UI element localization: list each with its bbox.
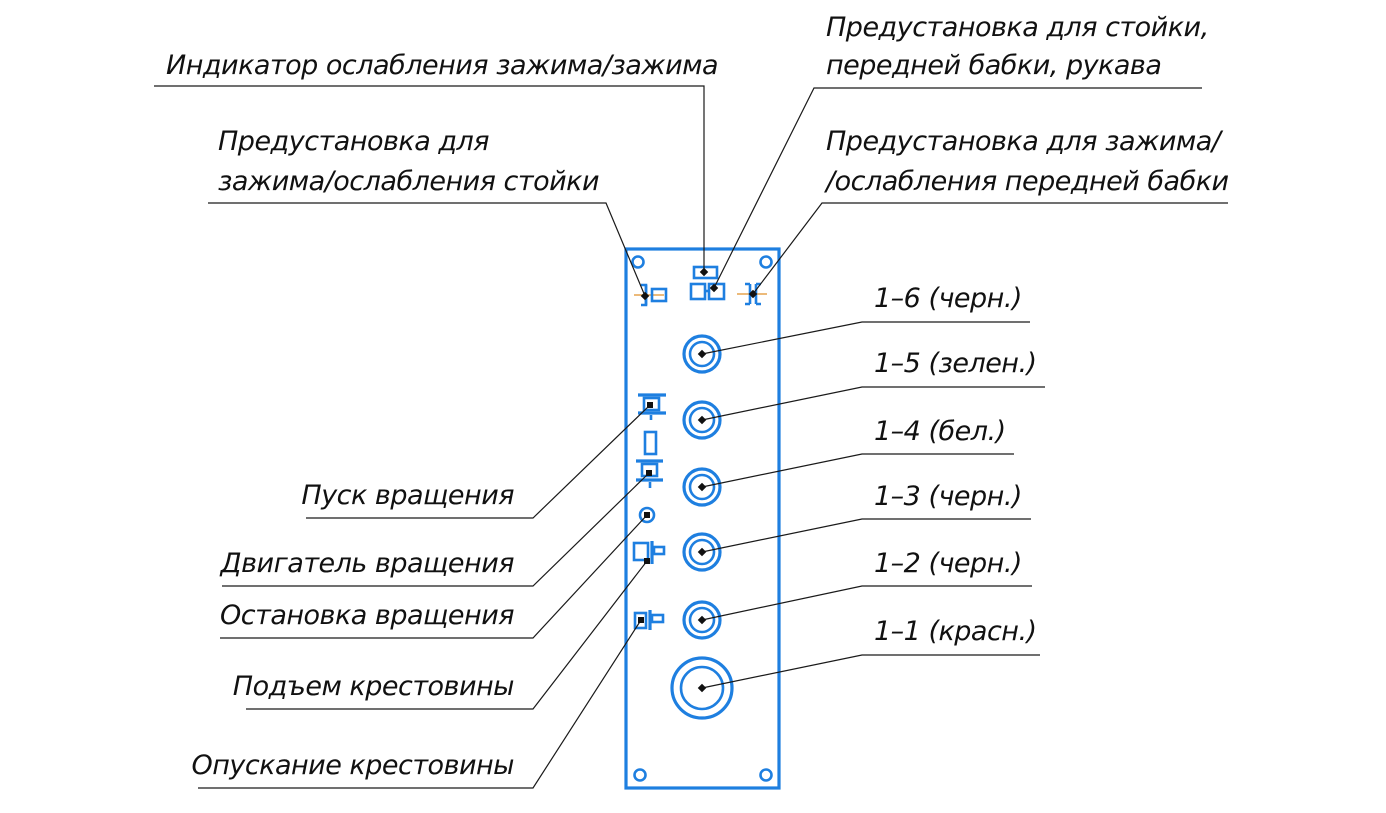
leader-jack-1-2 <box>701 585 1032 621</box>
label-preset-column-clamp-line2: зажима/ослабления стойки <box>218 166 599 197</box>
jack-1-6-icon[interactable] <box>682 334 722 374</box>
label-clamp-indicator: Индикатор ослабления зажима/зажима <box>166 50 718 81</box>
mounting-hole-bottom-left <box>633 768 647 782</box>
mounting-hole-top-right <box>759 255 773 269</box>
leader-rotation-motor <box>222 472 650 587</box>
raise-crosspiece-button-icon[interactable] <box>632 541 666 564</box>
jack-1-1-icon[interactable] <box>670 656 734 720</box>
mounting-hole-bottom-right <box>759 768 773 782</box>
leader-start-rotation <box>306 404 651 519</box>
leader-jack-1-5 <box>701 386 1045 421</box>
label-stop-rotation: Остановка вращения <box>220 600 514 631</box>
label-jack-1-5: 1–5 (зелен.) <box>874 348 1037 379</box>
label-preset-headstock-clamp-line1: Предустановка для зажима/ <box>826 126 1224 157</box>
leader-clamp-indicator <box>154 85 705 272</box>
label-preset-column-headstock-sleeve-line2: передней бабки, рукава <box>826 50 1161 81</box>
label-rotation-motor: Двигатель вращения <box>220 548 515 579</box>
leader-preset-column-clamp <box>208 202 646 297</box>
start-rotation-button-icon[interactable] <box>638 393 666 456</box>
label-jack-1-6: 1–6 (черн.) <box>874 283 1022 314</box>
right-labels: 1–6 (черн.) 1–5 (зелен.) 1–4 (бел.) 1–3 … <box>874 283 1037 647</box>
stop-rotation-lamp-icon <box>638 506 656 524</box>
control-panel <box>624 247 781 790</box>
label-preset-column-clamp-line1: Предустановка для <box>218 126 489 157</box>
column-headstock-sleeve-switch-icon[interactable] <box>689 282 726 301</box>
label-jack-1-3: 1–3 (черн.) <box>874 481 1022 512</box>
leader-preset-headstock-clamp <box>752 202 1228 295</box>
leader-jack-1-4 <box>701 453 1014 488</box>
jack-1-5-icon[interactable] <box>682 400 722 440</box>
leader-raise-crosspiece <box>246 560 648 710</box>
left-labels: Пуск вращения Двигатель вращения Останов… <box>191 480 514 781</box>
label-jack-1-4: 1–4 (бел.) <box>874 416 1006 447</box>
label-jack-1-2: 1–2 (черн.) <box>874 548 1022 579</box>
panel-outline <box>624 247 781 790</box>
leader-lower-crosspiece <box>198 619 642 789</box>
label-jack-1-1: 1–1 (красн.) <box>874 616 1037 647</box>
label-lower-crosspiece: Опускание крестовины <box>191 750 514 781</box>
jack-1-3-icon[interactable] <box>682 532 722 572</box>
leader-lines <box>154 85 1228 789</box>
leader-jack-1-3 <box>701 518 1031 553</box>
label-raise-crosspiece: Подъем крестовины <box>233 671 514 702</box>
leader-preset-column-headstock-sleeve <box>713 87 1202 289</box>
leader-dots <box>638 267 758 693</box>
clamp-indicator-icon <box>692 265 719 280</box>
column-clamp-switch-icon[interactable] <box>634 283 668 307</box>
leader-stop-rotation <box>220 514 648 639</box>
jack-1-4-icon[interactable] <box>682 467 722 507</box>
label-preset-headstock-clamp-line2: /ослабления передней бабки <box>824 166 1229 197</box>
label-start-rotation: Пуск вращения <box>301 480 514 511</box>
leader-jack-1-6 <box>701 321 1030 355</box>
lower-crosspiece-button-icon[interactable] <box>633 610 665 630</box>
jack-1-2-icon[interactable] <box>682 600 722 640</box>
top-labels: Индикатор ослабления зажима/зажима Преду… <box>166 12 1229 197</box>
label-preset-column-headstock-sleeve-line1: Предустановка для стойки, <box>826 12 1209 43</box>
mounting-hole-top-left <box>631 255 645 269</box>
leader-jack-1-1 <box>701 654 1040 689</box>
